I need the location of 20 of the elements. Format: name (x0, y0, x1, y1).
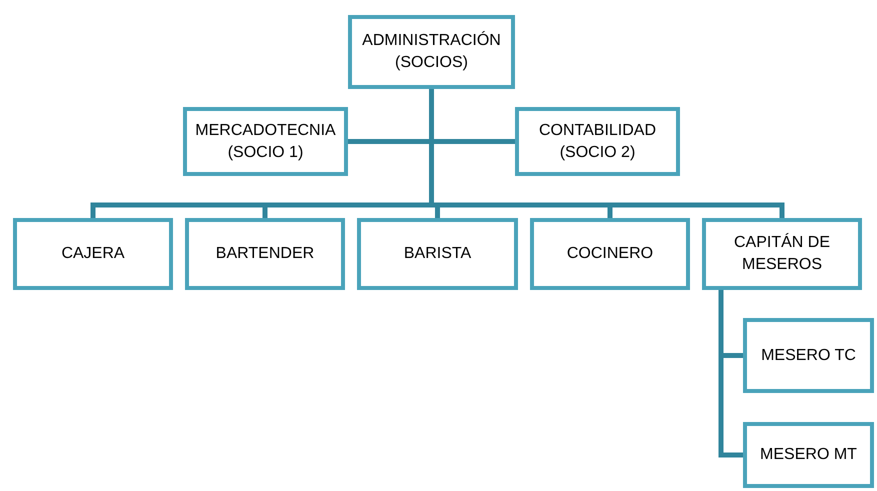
org-box (515, 107, 680, 176)
org-box (530, 218, 690, 290)
box-label: CONTABILIDAD (SOCIO 2) (538, 120, 658, 162)
org-box (348, 15, 515, 89)
org-box (702, 218, 862, 290)
box-label: MERCADOTECNIA (SOCIO 1) (194, 120, 337, 162)
org-box (743, 422, 874, 488)
box-label: CAJERA (61, 244, 125, 264)
box-label: ADMINISTRACIÓN (SOCIOS) (361, 30, 502, 73)
box-label: CAPITÁN DE MESEROS (732, 232, 831, 275)
org-box (13, 218, 173, 290)
org-box (183, 107, 348, 176)
box-label: COCINERO (566, 244, 654, 264)
box-label: MESERO MT (760, 445, 857, 465)
box-label: BARTENDER (216, 244, 314, 264)
org-box (743, 318, 874, 393)
org-box (357, 218, 518, 290)
box-label: MESERO TC (761, 346, 856, 366)
org-box (185, 218, 345, 290)
box-label: BARISTA (404, 244, 472, 264)
